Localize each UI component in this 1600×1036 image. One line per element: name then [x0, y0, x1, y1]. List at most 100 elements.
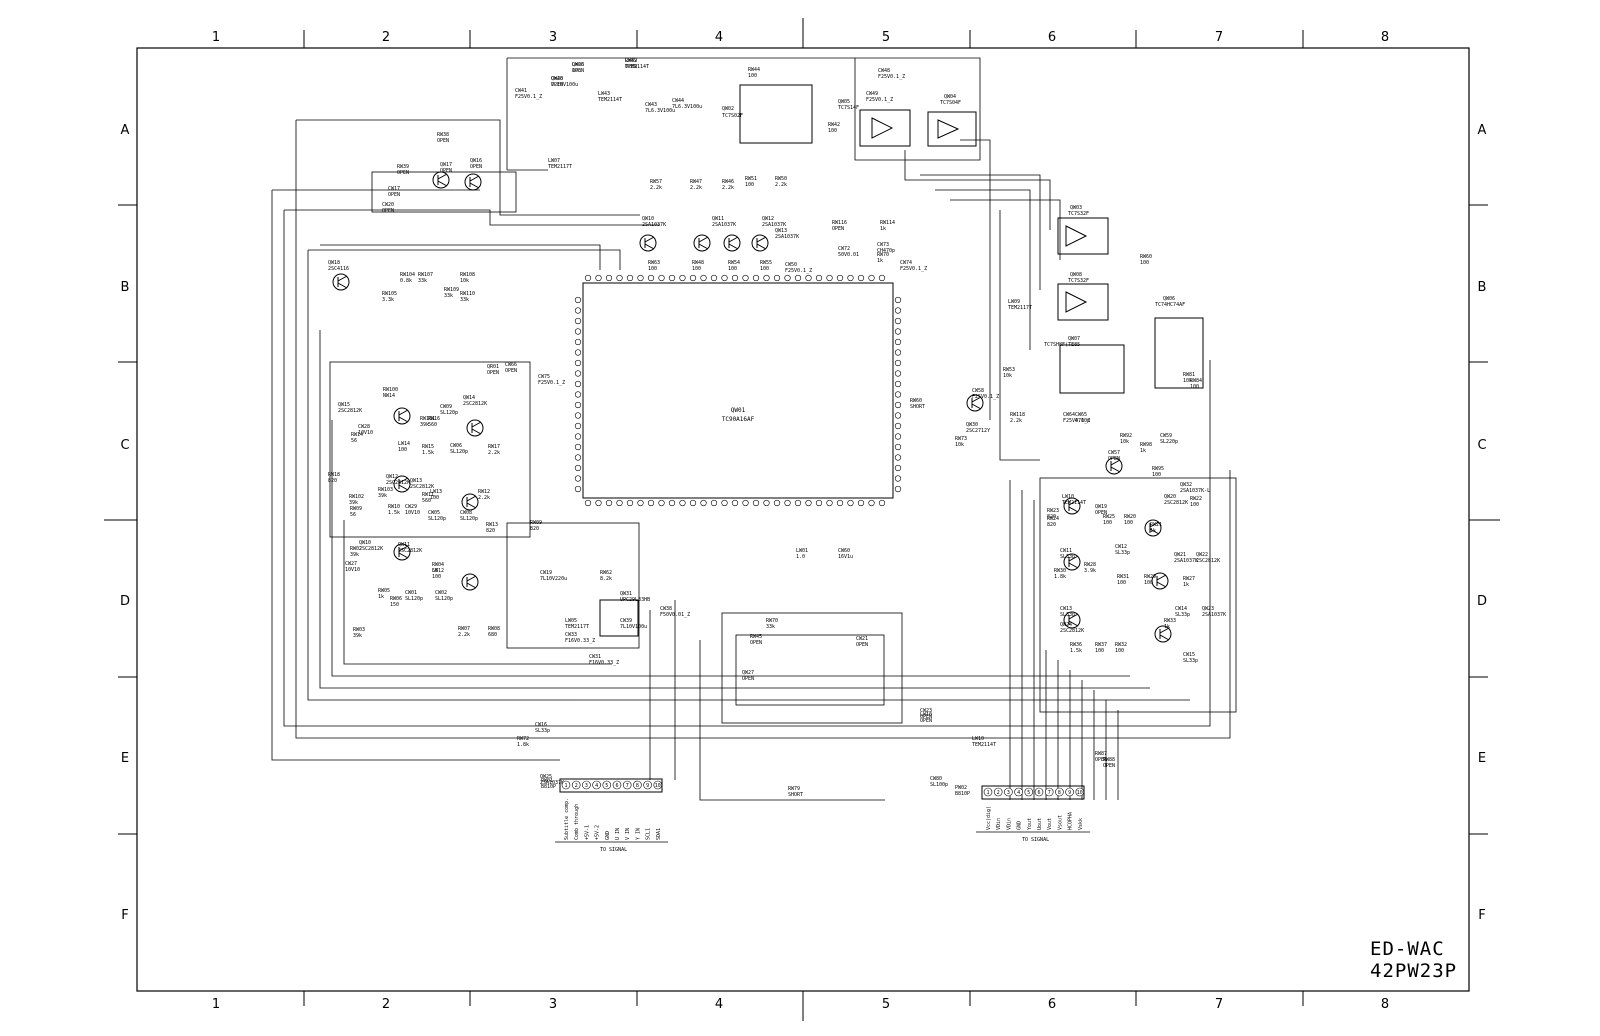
- component-value: 820: [328, 478, 337, 484]
- component-ref: RW17: [488, 444, 500, 450]
- row-label: E: [1478, 751, 1486, 766]
- component-ref: CW09: [440, 404, 452, 410]
- ic-pin: [574, 433, 582, 440]
- component-ref: QW12: [386, 474, 398, 480]
- component-value: SL33p: [1060, 612, 1075, 618]
- component-value: 2.2k: [650, 185, 662, 191]
- component-value: 1k: [1150, 528, 1156, 534]
- ic-pin: [574, 391, 582, 398]
- component-ref: CW66: [505, 362, 517, 368]
- component-ref: CW48: [878, 68, 890, 74]
- ic-pin: [584, 274, 592, 282]
- component-ref: RW16: [428, 416, 440, 422]
- component-value: 10V10: [405, 510, 420, 516]
- ic-pin: [689, 499, 697, 507]
- ic-pin: [894, 328, 902, 335]
- connector-pin: [622, 780, 632, 790]
- component-ref: QW26: [572, 62, 584, 68]
- ic-pin: [773, 274, 781, 282]
- connector-signal-label: Subtitle comp.: [564, 798, 570, 840]
- col-label: 6: [1048, 997, 1056, 1012]
- component-value: SL33p: [1183, 658, 1198, 664]
- ic-pin: [773, 499, 781, 507]
- component-ref: RW18: [328, 472, 340, 478]
- component-value: 1k: [880, 226, 886, 232]
- component-ref: RW51: [745, 176, 757, 182]
- component-value: 1.8k: [1054, 574, 1066, 580]
- component-value: 1k: [1183, 582, 1189, 588]
- component-ref: RW101: [420, 416, 435, 422]
- ic-qw02-ref: QW02: [722, 106, 734, 112]
- component-ref: RW102: [349, 494, 364, 500]
- npn-transistor-icon: [1151, 572, 1169, 590]
- component-value: OPEN: [470, 164, 482, 170]
- ic-qw08: QW08 TC7S32F: [1057, 272, 1109, 321]
- component-value: 100: [692, 266, 701, 272]
- component-ref: RW03: [353, 627, 365, 633]
- component-value: SHORT: [788, 792, 803, 798]
- col-label: 3: [549, 30, 557, 45]
- ic-pin: [574, 338, 582, 346]
- component-ref: QW19: [1095, 504, 1107, 510]
- connector-pin: [993, 787, 1003, 797]
- component-value: TEM2114T: [625, 64, 649, 70]
- ic-pin: [574, 422, 582, 430]
- ic-pin: [668, 274, 676, 282]
- ic-qw04-part: TC7S04F: [940, 100, 961, 106]
- component-ref: RW36: [1070, 642, 1082, 648]
- component-ref: CW29: [405, 504, 417, 510]
- ic-pin: [710, 274, 718, 282]
- connector-pin-number: 4: [1017, 790, 1020, 796]
- ic-pin: [616, 499, 623, 507]
- component-ref: CW33: [565, 632, 577, 638]
- title-block-line1: ED-WAC: [1370, 938, 1445, 960]
- component-ref: CW06: [450, 443, 462, 449]
- col-label: 1: [212, 997, 220, 1012]
- component-value: 4700p: [1075, 418, 1090, 424]
- component-value: OPEN: [572, 68, 584, 74]
- component-value: F25V0.1_Z: [878, 74, 905, 80]
- ic-qw08-part: TC7S32F: [1068, 278, 1089, 284]
- npn-transistor-icon: [1154, 625, 1172, 643]
- ic-pin: [894, 359, 902, 367]
- component-value: 100: [728, 266, 737, 272]
- ic-pin: [574, 370, 582, 377]
- connector-signal-label: SCL1: [646, 828, 652, 840]
- component-value: 100: [1103, 520, 1112, 526]
- component-ref: RW81: [1183, 372, 1195, 378]
- component-value: 10V10: [345, 567, 360, 573]
- ic-pin: [584, 499, 592, 507]
- ic-qw02-part: TC7S02F: [722, 113, 743, 119]
- ic-pin: [894, 412, 902, 419]
- connector-pin-number: 1: [986, 790, 989, 796]
- component-ref: CW75: [538, 374, 550, 380]
- component-value: 2SC2812K: [359, 546, 383, 552]
- component-value: 10k: [955, 442, 964, 448]
- component-value: 2SA1037K: [775, 234, 799, 240]
- connector-pin-number: 3: [1007, 790, 1010, 796]
- grid-row-labels-right: A B C D E F: [1477, 123, 1487, 923]
- wiring: [271, 57, 1237, 801]
- component-ref: RW44: [748, 67, 760, 73]
- connector-signal-label: VDin: [996, 818, 1002, 830]
- component-ref: RW37: [1095, 642, 1107, 648]
- npn-transistor-icon: [1105, 457, 1123, 475]
- connector-pin-number: 3: [585, 783, 588, 789]
- component-ref: RW98: [1140, 442, 1152, 448]
- ic-qw01-part: TC90A16AF: [722, 416, 755, 423]
- component-ref: QW23: [1202, 606, 1214, 612]
- connector-signal-label: Vout: [1047, 818, 1053, 830]
- component-ref: LW05: [565, 618, 577, 624]
- component-value: 1k: [1164, 624, 1170, 630]
- ic-pin: [574, 454, 582, 461]
- component-ref: CW80: [930, 776, 942, 782]
- connector-pw02-part: B810P: [955, 791, 970, 797]
- connector-signal-label: U IN: [615, 828, 621, 840]
- component-value: 10k: [1003, 373, 1012, 379]
- row-label: B: [121, 280, 130, 295]
- component-value: 820: [530, 526, 539, 532]
- npn-transistor-icon: [1144, 519, 1162, 537]
- ic-qw04-ref: QW04: [944, 94, 956, 100]
- component-ref: RW12: [478, 489, 490, 495]
- component-value: 39k: [420, 422, 429, 428]
